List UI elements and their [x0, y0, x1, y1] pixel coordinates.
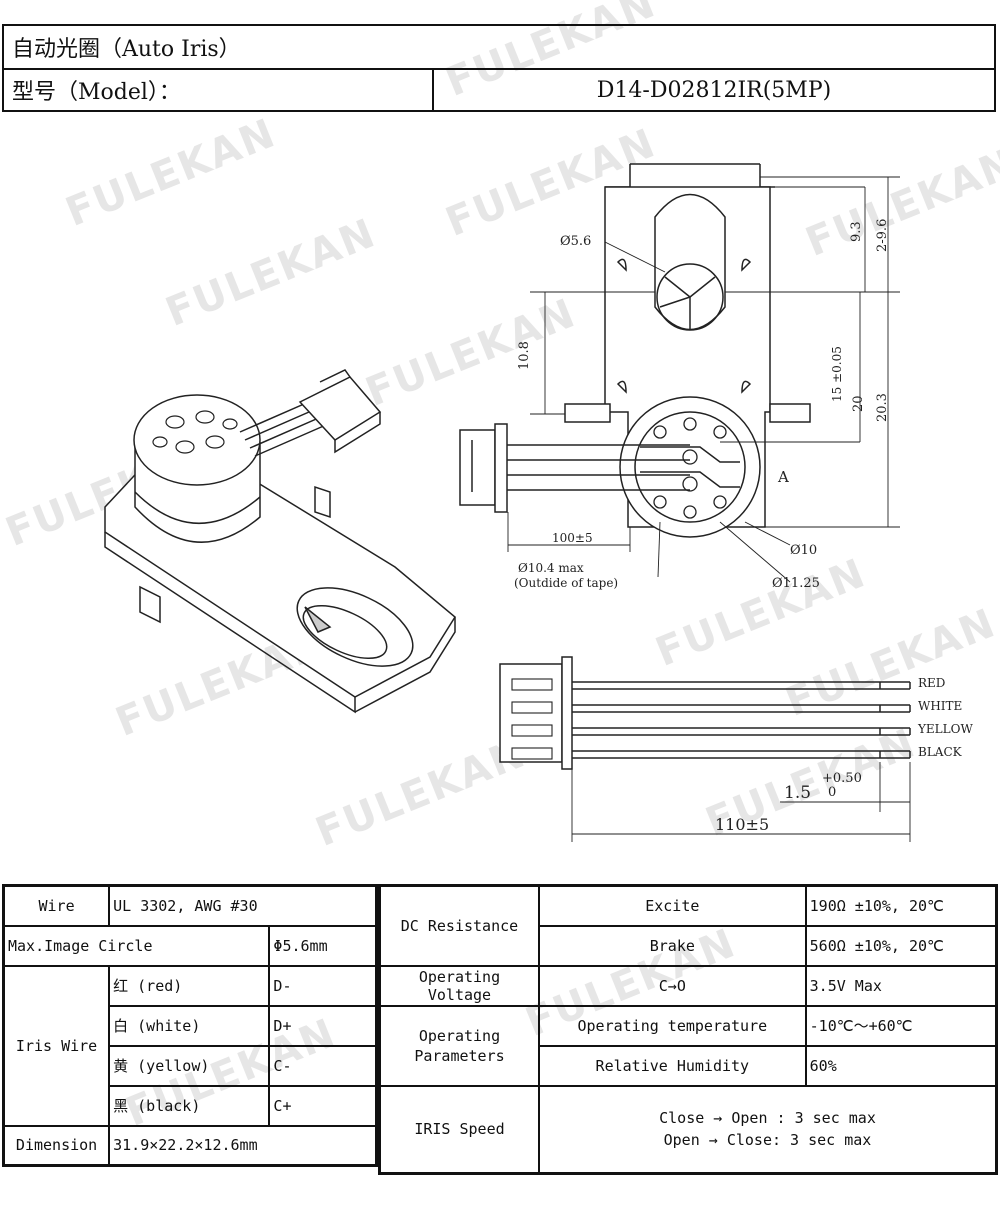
- image-circle-label: Max.Image Circle: [2, 924, 271, 967]
- table-row: Relative Humidity 60%: [380, 1044, 998, 1087]
- iris-color: 白 (white): [108, 1004, 271, 1047]
- tol-lower: 0: [828, 785, 836, 800]
- brake-label: Brake: [537, 924, 807, 967]
- brake-value: 560Ω ±10%, 20℃: [804, 924, 998, 967]
- table-row: IRIS Speed Close → Open : 3 sec max Open…: [378, 1084, 998, 1175]
- spec-table-right: DC Resistance Excite 190Ω ±10%, 20℃ Brak…: [378, 884, 998, 1175]
- isometric-view: [104, 369, 456, 714]
- iris-pin: D-: [268, 964, 378, 1007]
- speed-values: Close → Open : 3 sec max Open → Close: 3…: [537, 1084, 998, 1175]
- dim-15: 15 ±0.05: [830, 346, 844, 402]
- dim-phi56: Ø5.6: [560, 234, 591, 249]
- dimension-label: Dimension: [2, 1124, 111, 1167]
- wire-label-yellow: YELLOW: [917, 722, 973, 736]
- wire-label-white: WHITE: [918, 699, 962, 713]
- dim-outside-note: (Outdide of tape): [514, 576, 618, 590]
- model-label: 型号（Model）：: [12, 80, 181, 105]
- speed-line-2: Open → Close: 3 sec max: [663, 1131, 872, 1150]
- voltage-label: Operating Voltage: [378, 964, 540, 1007]
- model-row: 型号（Model）： D14-D02812IR(5MP): [2, 68, 996, 112]
- temp-label: Operating temperature: [537, 1004, 807, 1047]
- table-row: Operating Voltage C→O 3.5V Max: [378, 964, 998, 1007]
- dc-resistance-label: DC Resistance: [378, 884, 540, 967]
- dim-phi1125: Ø11.25: [772, 576, 820, 591]
- page-title: 自动光圈（Auto Iris）: [12, 37, 241, 62]
- excite-label: Excite: [537, 884, 807, 927]
- wire-label: Wire: [2, 884, 111, 927]
- table-row: Brake 560Ω ±10%, 20℃: [380, 924, 998, 967]
- table-row: 黑 (black) C+: [4, 1084, 378, 1127]
- front-view: [459, 163, 811, 538]
- table-row: DC Resistance Excite 190Ω ±10%, 20℃: [378, 884, 998, 967]
- table-row: 白 (white) D+: [4, 1004, 378, 1047]
- voltage-value: 3.5V Max: [804, 964, 998, 1007]
- iris-color: 红 (red): [108, 964, 271, 1007]
- dim-2-9-6: 2-9.6: [875, 219, 890, 252]
- spec-table-left: Wire UL 3302, AWG #30 Max.Image Circle Φ…: [2, 884, 378, 1167]
- humidity-label: Relative Humidity: [537, 1044, 807, 1087]
- dim-10-8: 10.8: [517, 341, 532, 370]
- dim-1-5: 1.5: [784, 783, 811, 803]
- table-row: Operating Parameters Operating temperatu…: [378, 1004, 998, 1087]
- iris-wire-label: Iris Wire: [2, 964, 111, 1127]
- dimension-value: 31.9×22.2×12.6mm: [108, 1124, 378, 1167]
- title-row: 自动光圈（Auto Iris）: [2, 24, 996, 70]
- iris-pin: C+: [268, 1084, 378, 1127]
- dim-9-3: 9.3: [849, 221, 864, 242]
- table-row: Iris Wire 红 (red) D-: [2, 964, 378, 1127]
- dim-20: 20: [851, 395, 866, 412]
- technical-drawing: Ø5.6 9.3 2-9.6 10.8 15 ±0.05 20 20.3 A 1…: [104, 163, 973, 842]
- dim-20-3: 20.3: [875, 393, 890, 422]
- wire-label-black: BLACK: [918, 745, 963, 759]
- iris-color: 黄 (yellow): [108, 1044, 271, 1087]
- humidity-value: 60%: [804, 1044, 998, 1087]
- speed-line-1: Close → Open : 3 sec max: [659, 1109, 876, 1128]
- iris-color: 黑 (black): [108, 1084, 271, 1127]
- wire-value: UL 3302, AWG #30: [108, 884, 378, 927]
- iris-pin: C-: [268, 1044, 378, 1087]
- model-label-cell: 型号（Model）：: [4, 70, 434, 110]
- table-row: 黄 (yellow) C-: [4, 1044, 378, 1087]
- model-value: D14-D02812IR(5MP): [596, 77, 832, 103]
- excite-value: 190Ω ±10%, 20℃: [804, 884, 998, 927]
- speed-label: IRIS Speed: [378, 1084, 540, 1175]
- point-a-label: A: [777, 468, 789, 486]
- voltage-mid: C→O: [537, 964, 807, 1007]
- image-circle-value: Φ5.6mm: [268, 924, 378, 967]
- wire-side-view: [499, 656, 911, 842]
- table-row: Dimension 31.9×22.2×12.6mm: [2, 1124, 378, 1167]
- front-dimensions: [507, 176, 900, 583]
- tol-upper: +0.50: [822, 771, 862, 786]
- dim-phi10: Ø10: [790, 543, 817, 558]
- table-row: Wire UL 3302, AWG #30: [2, 884, 378, 927]
- iris-pin: D+: [268, 1004, 378, 1047]
- wire-label-red: RED: [918, 676, 945, 690]
- dim-100: 100±5: [552, 531, 593, 545]
- table-row: Max.Image Circle Φ5.6mm: [2, 924, 378, 967]
- dim-110: 110±5: [715, 815, 769, 834]
- model-value-cell: D14-D02812IR(5MP): [434, 78, 994, 103]
- dim-phi104: Ø10.4 max: [518, 561, 584, 575]
- temp-value: -10℃～+60℃: [804, 1004, 998, 1047]
- params-label: Operating Parameters: [378, 1004, 540, 1087]
